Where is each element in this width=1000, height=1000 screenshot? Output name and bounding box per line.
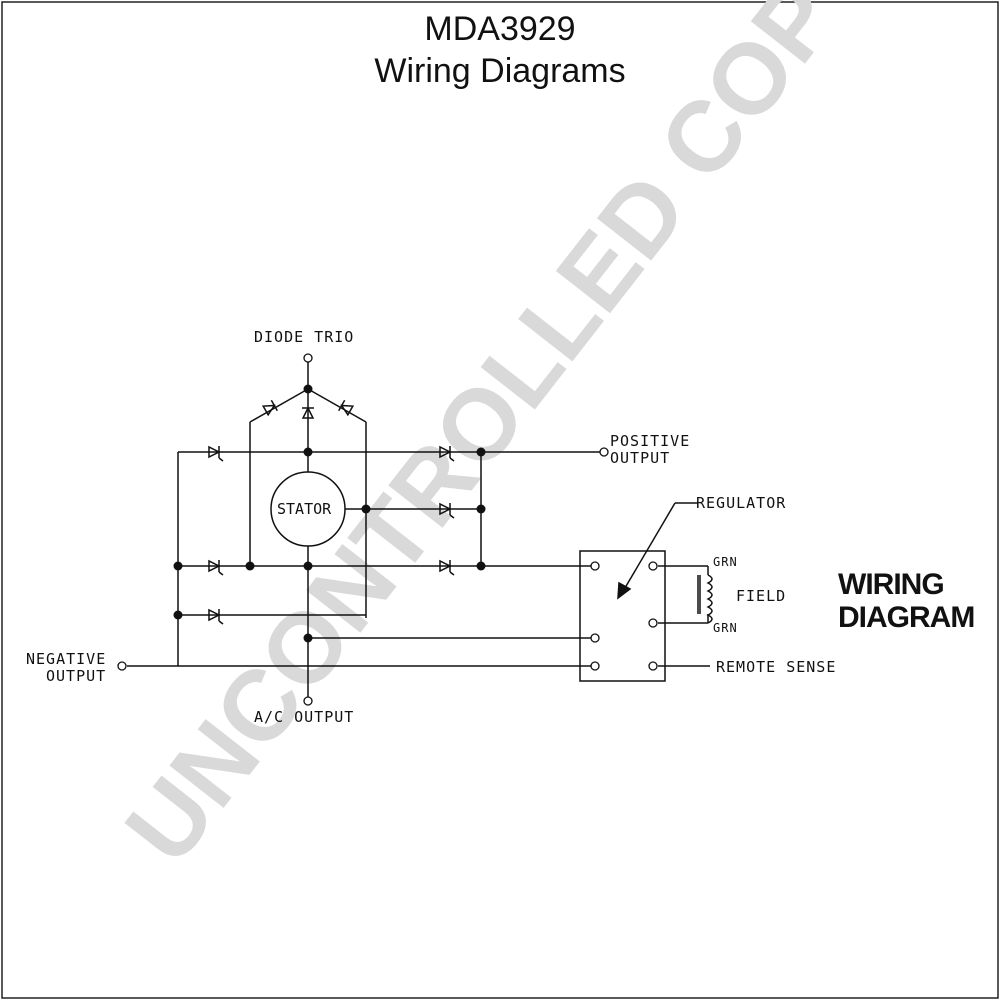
diode-neg-3 <box>208 608 224 625</box>
diode-pos-1 <box>439 445 455 462</box>
diode-trio-terminal <box>303 353 313 363</box>
positive-output-label-1: POSITIVE <box>610 432 690 450</box>
wiring-diagram-heading: WIRING DIAGRAM <box>838 568 975 634</box>
wiring-diagram-heading-line-1: WIRING <box>838 568 945 601</box>
regulator-label: REGULATOR <box>696 494 786 512</box>
wiring-diagram-heading-line-2: DIAGRAM <box>838 601 975 634</box>
diode-neg-1 <box>208 445 224 462</box>
negative-output-label-2: OUTPUT <box>46 667 106 685</box>
diode-pos-2 <box>439 502 455 519</box>
positive-output-terminal <box>599 447 609 457</box>
negative-output-terminal <box>117 661 127 671</box>
field-label: FIELD <box>736 587 786 605</box>
terminals <box>117 353 658 706</box>
grn-bottom-label: GRN <box>713 621 738 635</box>
page-title: MDA3929 <box>424 10 576 48</box>
diode-trio-left <box>261 399 278 417</box>
diodes <box>208 399 455 625</box>
junction-dots <box>173 384 486 643</box>
grn-top-label: GRN <box>713 555 738 569</box>
ac-output-label: A/C OUTPUT <box>254 708 354 726</box>
diode-trio-label: DIODE TRIO <box>254 328 354 346</box>
diode-trio-center <box>301 406 315 419</box>
negative-output-label-1: NEGATIVE <box>26 650 106 668</box>
remote-sense-label: REMOTE SENSE <box>716 658 836 676</box>
ac-output-terminal <box>303 696 313 706</box>
watermark: UNCONTROLLED COPY <box>104 0 900 884</box>
page-subtitle: Wiring Diagrams <box>374 52 626 90</box>
regulator-box <box>579 550 666 682</box>
diode-trio-right <box>338 399 355 417</box>
stator-label: STATOR <box>277 500 332 518</box>
positive-output-label-2: OUTPUT <box>610 449 670 467</box>
diode-neg-2 <box>208 559 224 576</box>
diode-pos-3 <box>439 559 455 576</box>
